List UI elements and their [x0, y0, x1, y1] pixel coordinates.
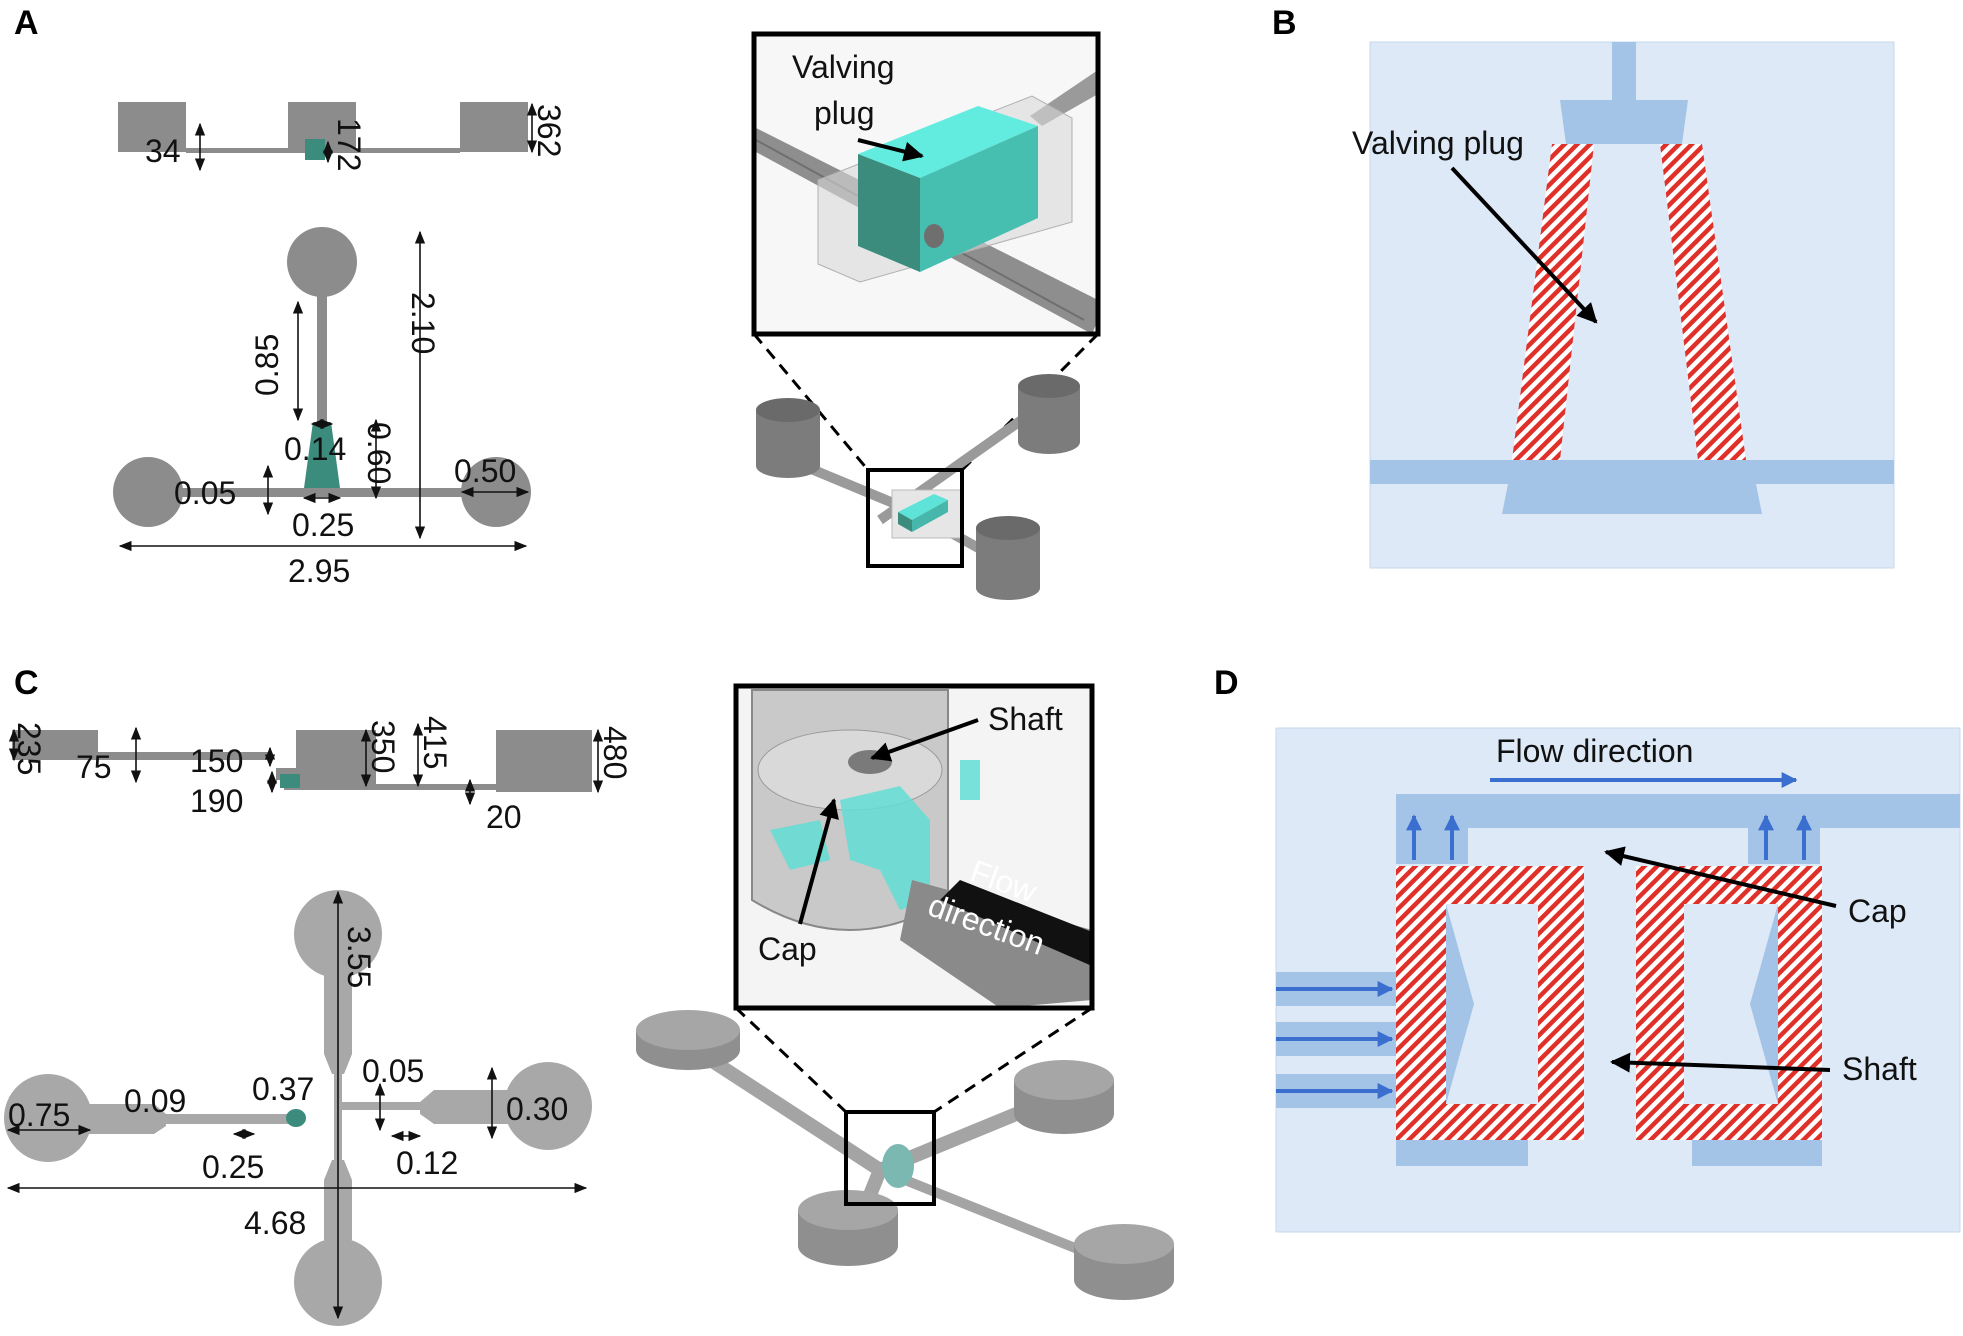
- panel-d: Flow direction Cap Shaft: [1275, 727, 1961, 1233]
- zoom-box-a: [866, 468, 964, 568]
- disc-bottom-left-c: [798, 1190, 898, 1266]
- reservoir-left-c-top: [4, 1074, 92, 1162]
- dim-0-05: 0.05: [174, 475, 236, 511]
- channel-left-c: [164, 1114, 290, 1124]
- base-left-d: [1396, 1140, 1528, 1166]
- disc-right-c: [1014, 1060, 1114, 1134]
- valving-plug-side: [920, 126, 1038, 272]
- panel-label-a: A: [14, 4, 39, 42]
- dim-20: 20: [486, 799, 522, 835]
- label-valving-plug-b: Valving plug: [1352, 125, 1524, 161]
- dim-480: 480: [597, 726, 633, 779]
- dim-2-95: 2.95: [288, 553, 350, 589]
- dim-0-05-c: 0.05: [362, 1053, 424, 1089]
- panel-a-side-view: 34 172 362: [118, 102, 567, 171]
- dim-172: 172: [331, 118, 367, 171]
- panel-c-3d-view: Shaft Cap Flow direction: [636, 683, 1174, 1300]
- dim-0-37: 0.37: [252, 1071, 314, 1107]
- dim-0-85: 0.85: [249, 334, 285, 396]
- channel-vertical: [317, 290, 327, 490]
- zoom-box-c: [844, 1110, 936, 1206]
- cylinder-right: [1018, 374, 1080, 454]
- plug-leg-left: [1512, 144, 1594, 460]
- dim-0-75: 0.75: [8, 1097, 70, 1133]
- top-cap-b: [1560, 100, 1688, 144]
- label-cap-inset: Cap: [758, 931, 817, 967]
- dim-0-09: 0.09: [124, 1083, 186, 1119]
- dim-350: 350: [365, 720, 401, 773]
- dim-0-50: 0.50: [454, 453, 516, 489]
- panel-b: Valving plug: [1352, 41, 1895, 569]
- label-flow-direction-d: Flow direction: [1496, 733, 1693, 769]
- inset-a: Valving plug: [751, 31, 1101, 337]
- dim-0-60: 0.60: [361, 422, 397, 484]
- inset-c: Shaft Cap Flow direction: [733, 683, 1095, 1011]
- panel-label-d: D: [1214, 664, 1239, 702]
- label-plug: plug: [814, 95, 875, 131]
- dim-0-25: 0.25: [292, 507, 354, 543]
- reservoir-top: [287, 227, 357, 297]
- plug-leg-right: [1660, 144, 1746, 460]
- panel-a-3d-view: Valving plug: [751, 31, 1101, 600]
- dim-362: 362: [531, 104, 567, 157]
- top-channel-d: [1396, 794, 1960, 828]
- panel-label-b: B: [1272, 4, 1297, 42]
- dim-0-14: 0.14: [284, 431, 346, 467]
- reservoir-left: [118, 102, 186, 152]
- dim-0-12: 0.12: [396, 1145, 458, 1181]
- cylinder-left: [756, 398, 820, 478]
- disc-bottom-right-c: [1074, 1224, 1174, 1300]
- arm-left-c: [86, 1104, 166, 1134]
- label-cap-d: Cap: [1848, 893, 1907, 929]
- dim-4-68: 4.68: [244, 1205, 306, 1241]
- dim-190: 190: [190, 783, 243, 819]
- dim-3-55: 3.55: [341, 926, 377, 988]
- bottom-base-b: [1502, 484, 1762, 514]
- reservoir-right-c: [496, 730, 592, 792]
- reservoir-right-c-top: [504, 1062, 592, 1150]
- dim-75: 75: [76, 749, 112, 785]
- reservoir-right: [460, 102, 528, 152]
- label-valving: Valving: [792, 49, 895, 85]
- reservoir-left-c: [12, 730, 98, 760]
- dim-150: 150: [190, 743, 243, 779]
- valving-plug-front: [858, 154, 920, 272]
- valve-right-d: [1636, 866, 1822, 1140]
- wedge-right-d: [1750, 904, 1778, 1104]
- label-shaft-inset: Shaft: [988, 701, 1063, 737]
- plug-top: [304, 422, 340, 488]
- cylinder-bottom: [976, 516, 1040, 600]
- outlet-right-d: [1748, 828, 1820, 864]
- arm-right-c: [420, 1090, 510, 1124]
- disc-left-c: [636, 1010, 740, 1070]
- panel-label-c: C: [14, 664, 39, 702]
- channel-c-right: [284, 784, 496, 790]
- base-right-d: [1692, 1140, 1822, 1166]
- dim-415: 415: [417, 716, 453, 769]
- channel-c-left: [98, 752, 268, 760]
- dim-235: 235: [11, 722, 47, 775]
- channel-horizontal: [148, 488, 496, 497]
- plug-side: [305, 139, 325, 160]
- inlet-channel-b: [1612, 42, 1636, 102]
- dim-0-30: 0.30: [506, 1091, 568, 1127]
- panel-c-side-view: 235 75 150 190 350 415 20 480: [8, 716, 633, 835]
- dim-0-25-c: 0.25: [202, 1149, 264, 1185]
- cap-side: [280, 774, 300, 788]
- dim-34: 34: [145, 133, 181, 169]
- valve-left-d: [1396, 866, 1584, 1140]
- cap-top: [286, 1109, 306, 1127]
- panel-a-top-view: 2.10 0.85 0.14 0.60 0.05 0.50 0.25 2.95: [113, 227, 531, 589]
- dim-2-10: 2.10: [405, 292, 441, 354]
- panel-c-top-view: 3.55 0.05 0.37 0.09 0.75 0.30 0.25 0.12 …: [4, 890, 592, 1326]
- step-c: [276, 768, 374, 780]
- wedge-left-d: [1446, 904, 1474, 1104]
- channel-b: [1370, 460, 1894, 484]
- label-shaft-d: Shaft: [1842, 1051, 1917, 1087]
- outlet-left-d: [1396, 828, 1468, 864]
